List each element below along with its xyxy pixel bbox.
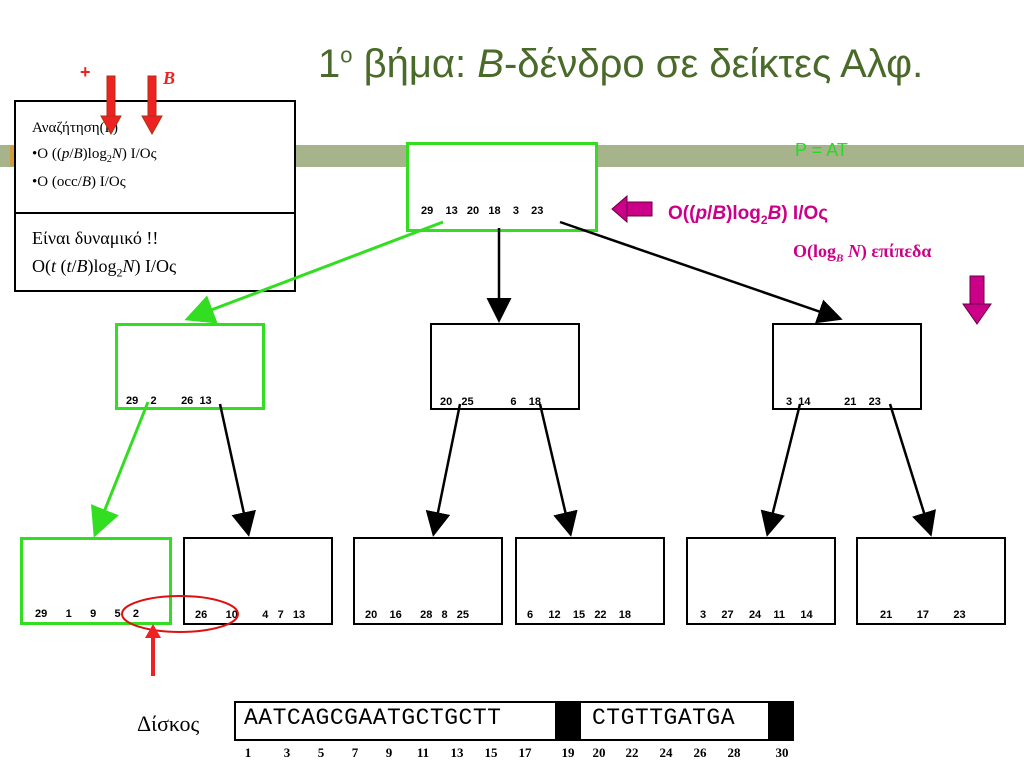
node-keys: 3 14 21 23	[786, 396, 881, 408]
leaf-node-3: 20 16 28 8 25	[353, 537, 503, 625]
tree-edge-arrow	[425, 403, 462, 537]
levels-cost: O(logB N) επίπεδα	[793, 241, 932, 265]
magenta-down-arrow-head	[962, 303, 992, 325]
disk-tick: 13	[450, 745, 464, 760]
tree-edge-arrow	[760, 403, 802, 537]
search-info-box: Αναζήτηση(P) •O ((p/B)log2N) I/Oς •O (oc…	[14, 100, 296, 218]
report-cost: •O (occ/B) I/Oς	[32, 174, 126, 190]
disk-tick: 17	[518, 745, 532, 760]
leaf-keys: 21 17 23	[880, 609, 966, 621]
leaf-keys: 3 27 24 11 14	[700, 609, 813, 621]
disk-segment-2: CTGTTGATGA	[592, 705, 736, 731]
disk-tick: 26	[693, 745, 707, 760]
internal-node-1: 29 2 26 13	[115, 323, 265, 410]
node-keys: 29 2 26 13	[126, 395, 212, 407]
disk-tick: 15	[484, 745, 498, 760]
disk-segment-1: AATCAGCGAATGCTGCTT	[244, 705, 502, 731]
tree-edge-arrow	[538, 403, 578, 537]
leaf-node-4: 6 12 15 22 18	[515, 537, 665, 625]
disk-tick: 7	[351, 745, 359, 760]
disk-tick: 22	[625, 745, 639, 760]
b-mark: B	[163, 68, 176, 88]
plus-arrow-head	[100, 115, 122, 136]
b-arrow-shaft	[147, 75, 157, 119]
internal-node-2: 20 25 6 18	[430, 323, 580, 410]
leaf-node-6: 21 17 23	[856, 537, 1006, 625]
disk-tick: 5	[317, 745, 325, 760]
node-keys: 20 25 6 18	[440, 396, 541, 408]
update-cost: O(t (t/B)log2N) I/Oς	[32, 256, 177, 280]
leaf-keys: 20 16 28 8 25	[365, 609, 470, 621]
tree-edge-arrow	[888, 403, 936, 537]
dynamic-label: Είναι δυναμικό !!	[32, 228, 159, 248]
disk-tick: 9	[385, 745, 393, 760]
leaf-keys: 6 12 15 22 18	[527, 609, 632, 621]
slide-title: 1ο βήμα: B-δένδρο σε δείκτες Αλφ.	[318, 42, 924, 86]
internal-node-3: 3 14 21 23	[772, 323, 922, 410]
tree-edge-arrow	[559, 220, 843, 324]
plus-arrow-shaft	[106, 75, 116, 119]
search-label: Αναζήτηση(P)	[32, 120, 118, 136]
disk-tick: 3	[283, 745, 291, 760]
magenta-left-arrow-head	[611, 194, 628, 224]
disk-tick: 1	[244, 745, 252, 760]
search-cost: •O ((p/B)log2N) I/Oς	[32, 146, 157, 165]
disk-tick: 28	[727, 745, 741, 760]
disk-tick: 19	[561, 745, 575, 760]
leaf-node-1: 29 1 9 5 2	[20, 537, 172, 625]
magenta-left-arrow-shaft	[625, 201, 653, 217]
magenta-down-arrow-shaft	[969, 275, 985, 307]
root-keys: 29 13 20 18 3 23	[421, 205, 544, 217]
leaf-keys: 26 10 4 7 13	[195, 609, 306, 621]
leaf-node-5: 3 27 24 11 14	[686, 537, 836, 625]
pattern-label: P = AT	[795, 140, 848, 160]
green-path-arrow	[90, 401, 150, 538]
green-path-arrow	[184, 220, 444, 324]
disk-label: Δίσκος	[137, 711, 200, 736]
tree-edge-arrow	[218, 403, 256, 537]
disk-separator-2	[768, 701, 794, 741]
disk-tick: 11	[416, 745, 430, 760]
disk-tick: 20	[592, 745, 606, 760]
b-arrow-head	[141, 115, 163, 136]
root-node: 29 13 20 18 3 23	[406, 142, 598, 232]
leaf-keys: 29 1 9 5 2	[35, 608, 140, 620]
leaf-node-2: 26 10 4 7 13	[183, 537, 333, 625]
disk-separator-1	[555, 701, 581, 741]
plus-mark: +	[80, 62, 91, 82]
dynamic-info-box: Είναι δυναμικό !! O(t (t/B)log2N) I/Oς	[14, 212, 296, 292]
highlight-ellipse	[121, 595, 239, 633]
disk-tick: 24	[659, 745, 673, 760]
node-search-cost: O((p/B)log2B) I/Oς	[668, 203, 829, 227]
red-up-arrow-head	[145, 624, 161, 638]
disk-tick: 30	[775, 745, 789, 760]
